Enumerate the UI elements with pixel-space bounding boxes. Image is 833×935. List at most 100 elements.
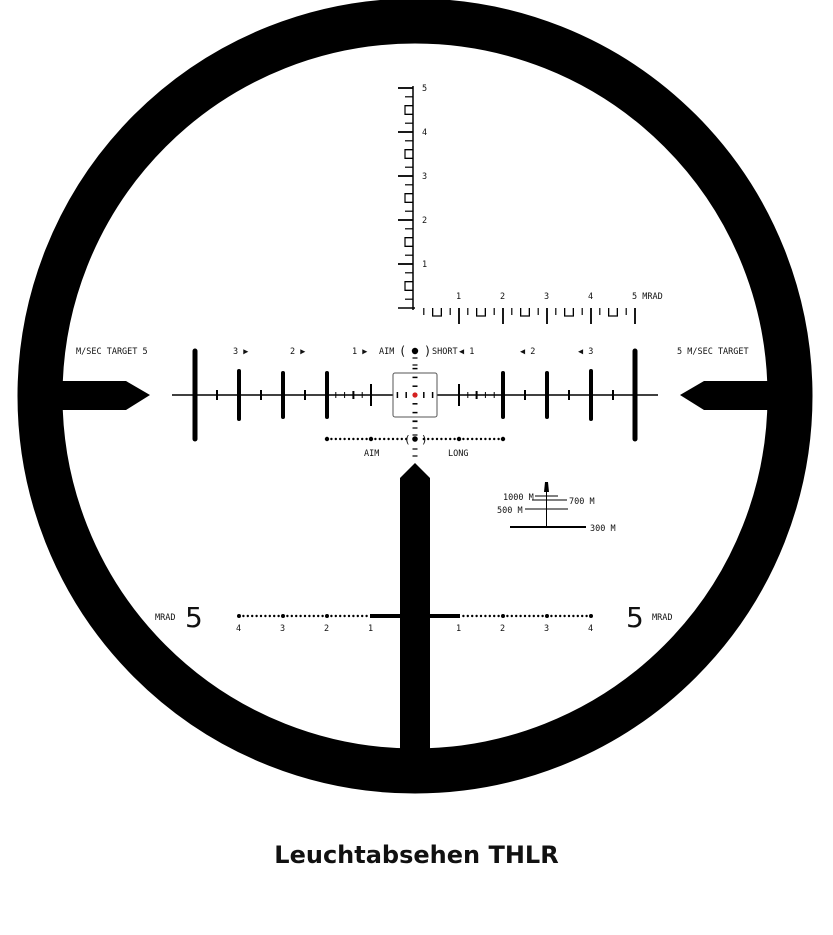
- bottom-scale-dot: [585, 614, 588, 618]
- lead-dot: [462, 437, 465, 441]
- wind-right-mark-3: ◀ 3: [578, 347, 593, 357]
- bottom-scale-dot: [334, 614, 337, 618]
- bottom-scale-dot: [559, 614, 562, 618]
- lead-dot: [368, 436, 374, 442]
- lead-dot: [405, 437, 408, 441]
- bottom-scale-dot: [493, 614, 496, 618]
- bottom-scale-dot: [365, 614, 368, 618]
- bottom-scale-dot: [277, 614, 280, 618]
- lead-dot: [475, 437, 478, 441]
- wind-aim-label: AIM: [379, 347, 394, 357]
- bottom-scale-dot: [541, 614, 544, 618]
- lead-dot: [431, 437, 434, 441]
- bottom-scale-dot: [497, 614, 500, 618]
- bottom-scale-dot: [255, 614, 258, 618]
- bottom-scale-dot: [506, 614, 509, 618]
- bottom-scale-dot: [462, 614, 465, 618]
- bottom-right-unit: MRAD: [652, 613, 672, 623]
- bottom-scale-dot: [519, 614, 522, 618]
- lead-dot: [343, 437, 346, 441]
- bottom-scale-dot: [515, 614, 518, 618]
- wind-left-mark-3: 3 ▶: [233, 347, 249, 357]
- lead-dot: [374, 437, 377, 441]
- lead-dot: [387, 437, 390, 441]
- lead-dot: [456, 436, 462, 442]
- lead-dot: [497, 437, 500, 441]
- bottom-scale-dot: [471, 614, 474, 618]
- wind-short-label: SHORT: [432, 347, 458, 357]
- vertical-scale-label: 4: [422, 128, 427, 138]
- bottom-scale-dot: [567, 614, 571, 618]
- bottom-scale-dot: [545, 614, 549, 618]
- lead-dot: [444, 437, 447, 441]
- bottom-scale-dot: [537, 614, 540, 618]
- top-scale-label: 2: [500, 292, 505, 302]
- lead-dot: [466, 437, 469, 441]
- bottom-left-big: 5: [185, 601, 203, 634]
- bottom-left-label: 3: [280, 624, 285, 634]
- lead-dot: [378, 437, 381, 441]
- bottom-scale-dot: [251, 614, 254, 618]
- lead-dot: [352, 437, 355, 441]
- top-scale-label: 1: [456, 292, 461, 302]
- wind-right-mark-1: ◀ 1: [459, 347, 474, 357]
- rangefinder: 1000 M 700 M 500 M 300 M: [497, 482, 616, 534]
- lead-dot: [391, 437, 395, 441]
- bottom-scale-dot: [246, 614, 249, 618]
- top-bracket: [564, 308, 574, 317]
- bottom-right-label: 2: [500, 624, 505, 634]
- top-bracket: [476, 308, 486, 317]
- bottom-scale-dot: [563, 614, 566, 618]
- lead-dot: [383, 437, 386, 441]
- bottom-scale-dot: [352, 614, 355, 618]
- bottom-scale-dot: [475, 614, 478, 618]
- lead-dot: [356, 437, 359, 441]
- bottom-scale-dot: [259, 614, 263, 618]
- bottom-scale-dot: [237, 614, 241, 618]
- bottom-scale-dot: [281, 614, 285, 618]
- bottom-scale-dot: [312, 614, 315, 618]
- bottom-scale-dot: [356, 614, 359, 618]
- bottom-right-label: 3: [544, 624, 549, 634]
- lead-dot: [488, 437, 491, 441]
- top-scale-label: 3: [544, 292, 549, 302]
- lead-aim-label: AIM: [364, 449, 379, 459]
- vertical-bracket: [404, 193, 413, 203]
- top-scale-label: 4: [588, 292, 593, 302]
- bottom-scale-dot: [510, 614, 513, 618]
- bottom-scale-dot: [581, 614, 584, 618]
- wind-aim-dot: [411, 347, 419, 355]
- vertical-scale-label: 5: [422, 84, 427, 94]
- lead-dot: [471, 437, 474, 441]
- rangefinder-label-500: 500 M: [497, 506, 523, 516]
- lead-dot: [422, 437, 425, 441]
- bottom-scale-dot: [308, 614, 311, 618]
- bottom-scale-dot: [466, 614, 469, 618]
- top-bracket: [432, 308, 442, 317]
- bottom-scale-dot: [343, 614, 346, 618]
- lead-dot: [347, 437, 351, 441]
- lead-dot: [339, 437, 342, 441]
- lead-close-paren: ): [421, 433, 428, 446]
- lead-dot: [330, 437, 333, 441]
- wind-right-mark-2: ◀ 2: [520, 347, 535, 357]
- bottom-scale-dot: [321, 614, 324, 618]
- lead-dot: [484, 437, 487, 441]
- bottom-scale-dot: [589, 614, 593, 618]
- lead-dot: [324, 436, 330, 442]
- bottom-scale-dot: [330, 614, 333, 618]
- bottom-scale-dot: [501, 614, 505, 618]
- bottom-scale-dot: [273, 614, 276, 618]
- bottom-scale-dot: [339, 614, 342, 618]
- wind-open-paren: (: [399, 344, 406, 358]
- bottom-left-label: 4: [236, 624, 241, 634]
- bottom-scale-dot: [347, 614, 351, 618]
- lead-dot: [427, 437, 430, 441]
- bottom-scale-dot: [268, 614, 271, 618]
- bottom-right-label: 4: [588, 624, 593, 634]
- center-dot: [412, 392, 418, 398]
- bottom-scale-dot: [532, 614, 535, 618]
- rangefinder-label-700: 700 M: [569, 497, 595, 507]
- bottom-scale-dot: [479, 614, 483, 618]
